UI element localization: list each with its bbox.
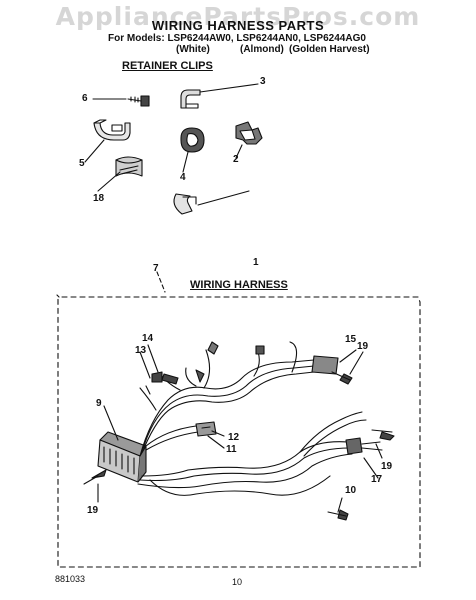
- callout-19-right: 19: [381, 461, 393, 472]
- terminal-block-part-9: [97, 431, 147, 483]
- callout-10: 10: [345, 485, 357, 496]
- callout-3: 3: [260, 76, 266, 87]
- callout-2: 2: [233, 154, 239, 165]
- callout-9: 9: [96, 398, 102, 409]
- callout-13: 13: [135, 345, 147, 356]
- page-number: 10: [232, 577, 243, 587]
- variant-almond: (Almond): [240, 44, 284, 55]
- wiring-harness-heading: WIRING HARNESS: [190, 279, 288, 291]
- screw-part-6: [127, 95, 150, 107]
- callout-18: 18: [93, 193, 105, 204]
- document-number: 881033: [55, 574, 86, 584]
- callout-19-upper: 19: [357, 341, 369, 352]
- model-white: LSP6244AW0,: [167, 33, 234, 44]
- clip-part-1: [173, 193, 197, 215]
- callout-15: 15: [345, 334, 357, 345]
- page-title: WIRING HARNESS PARTS: [151, 18, 325, 33]
- clip-part-3: [180, 89, 201, 109]
- variant-white: (White): [176, 44, 210, 55]
- callout-4: 4: [180, 172, 186, 183]
- callout-1: 1: [253, 257, 259, 268]
- model-almond: LSP6244AN0,: [236, 33, 301, 44]
- variant-golden: (Golden Harvest): [289, 44, 370, 55]
- model-golden: LSP6244AG0: [303, 33, 366, 44]
- callout-7: 7: [153, 263, 159, 274]
- callout-5: 5: [79, 158, 85, 169]
- callout-17: 17: [371, 474, 383, 485]
- callout-14: 14: [142, 333, 154, 344]
- models-line: For Models: LSP6244AW0, LSP6244AN0, LSP6…: [108, 33, 366, 44]
- callout-6: 6: [82, 93, 88, 104]
- ring-clip-part-4: [180, 127, 205, 153]
- clip-part-2: [235, 121, 263, 145]
- retainer-clips-heading: RETAINER CLIPS: [122, 60, 213, 72]
- sleeve-part-18: [115, 156, 143, 177]
- watermark: AppliancePartsPros.com: [55, 2, 421, 31]
- callout-19-left: 19: [87, 505, 99, 516]
- models-prefix: For Models:: [108, 33, 165, 44]
- callout-12: 12: [228, 432, 240, 443]
- clamp-part-5: [93, 119, 131, 141]
- callout-11: 11: [226, 444, 237, 455]
